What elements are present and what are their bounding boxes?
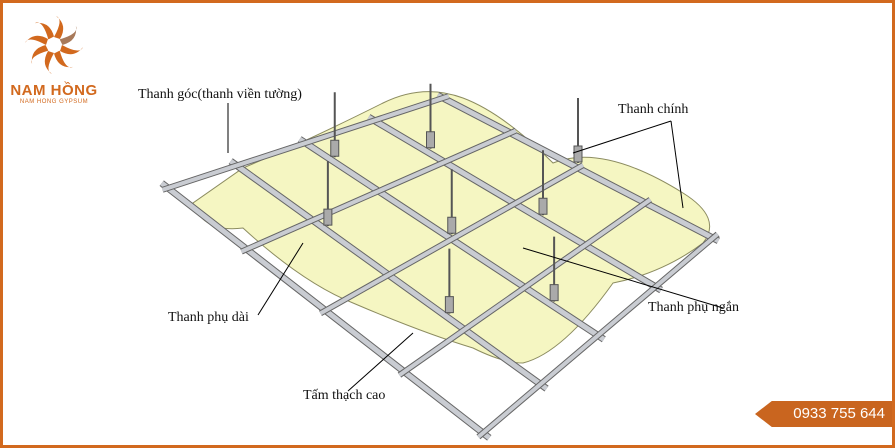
label-main-runner: Thanh chính (618, 102, 689, 117)
hanger-clip (426, 131, 435, 149)
logo-flower-icon (25, 16, 83, 74)
hanger-clip (573, 145, 583, 163)
leader-line (522, 247, 724, 309)
ceiling-grid-drawing (159, 83, 724, 441)
label-gypsum-board: Tấm thạch cao (303, 388, 386, 403)
cross-tee (398, 197, 652, 377)
hanger-clip (538, 197, 548, 215)
cross-tee (477, 232, 719, 439)
logo: NAM HỒNG NAM HONG GYPSUM (9, 15, 99, 105)
brand-subtitle: NAM HONG GYPSUM (19, 99, 89, 105)
leader-line (257, 242, 304, 316)
brand-name: NAM HỒNG (10, 82, 98, 99)
cross-tee (161, 94, 450, 192)
label-long-cross-tee: Thanh phụ dài (168, 310, 249, 325)
cross-tee (240, 128, 517, 254)
hanger-clip (330, 139, 340, 157)
hanger-clip (447, 216, 457, 234)
hanger-clip (549, 284, 559, 302)
leader-line (347, 332, 414, 392)
cross-tee (319, 163, 585, 316)
leader-line (670, 120, 684, 209)
leader-line (572, 120, 672, 154)
label-edge-bar: Thanh góc(thanh viền tường) (138, 87, 302, 102)
label-short-cross-tee: Thanh phụ ngắn (648, 300, 739, 315)
phone-badge[interactable]: 0933 755 644 (755, 401, 892, 427)
hanger-clip (444, 296, 454, 314)
hanger-clip (323, 208, 333, 226)
